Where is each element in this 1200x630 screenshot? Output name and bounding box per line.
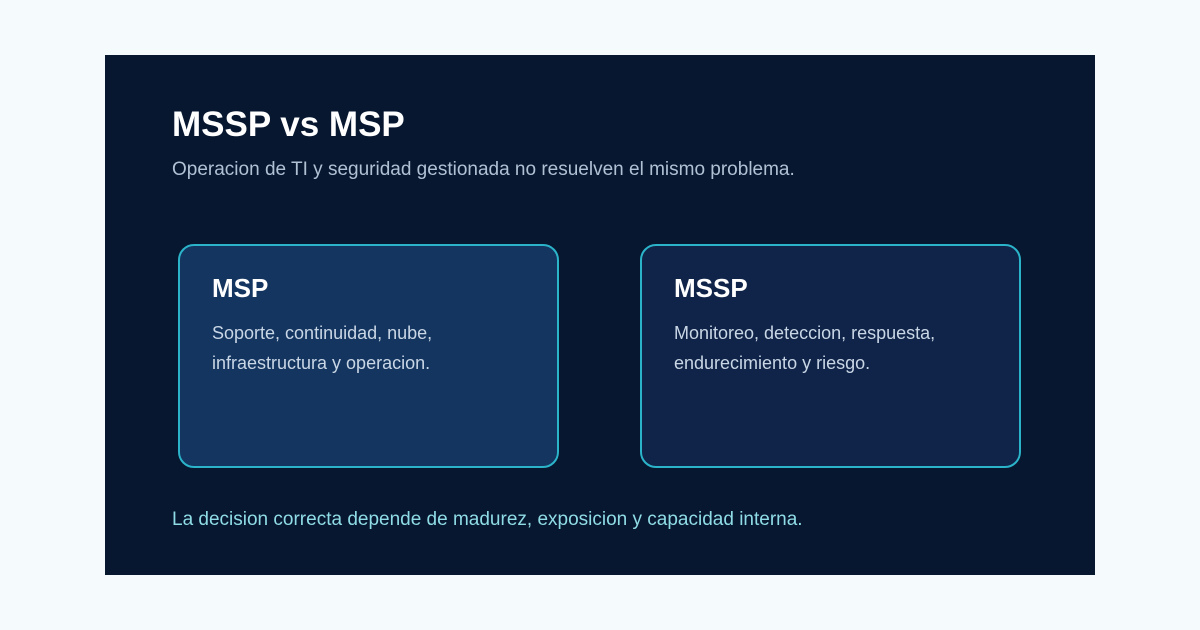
- card-mssp: MSSP Monitoreo, deteccion, respuesta, en…: [640, 244, 1021, 468]
- footer-note: La decision correcta depende de madurez,…: [172, 509, 803, 530]
- page-title: MSSP vs MSP: [172, 105, 405, 144]
- comparison-panel: MSSP vs MSP Operacion de TI y seguridad …: [105, 55, 1095, 575]
- card-msp: MSP Soporte, continuidad, nube, infraest…: [178, 244, 559, 468]
- page-subtitle: Operacion de TI y seguridad gestionada n…: [172, 159, 795, 180]
- card-mssp-description: Monitoreo, deteccion, respuesta, endurec…: [674, 323, 936, 373]
- card-mssp-title: MSSP: [674, 273, 748, 303]
- card-msp-title: MSP: [212, 273, 269, 303]
- card-msp-description: Soporte, continuidad, nube, infraestruct…: [212, 323, 433, 373]
